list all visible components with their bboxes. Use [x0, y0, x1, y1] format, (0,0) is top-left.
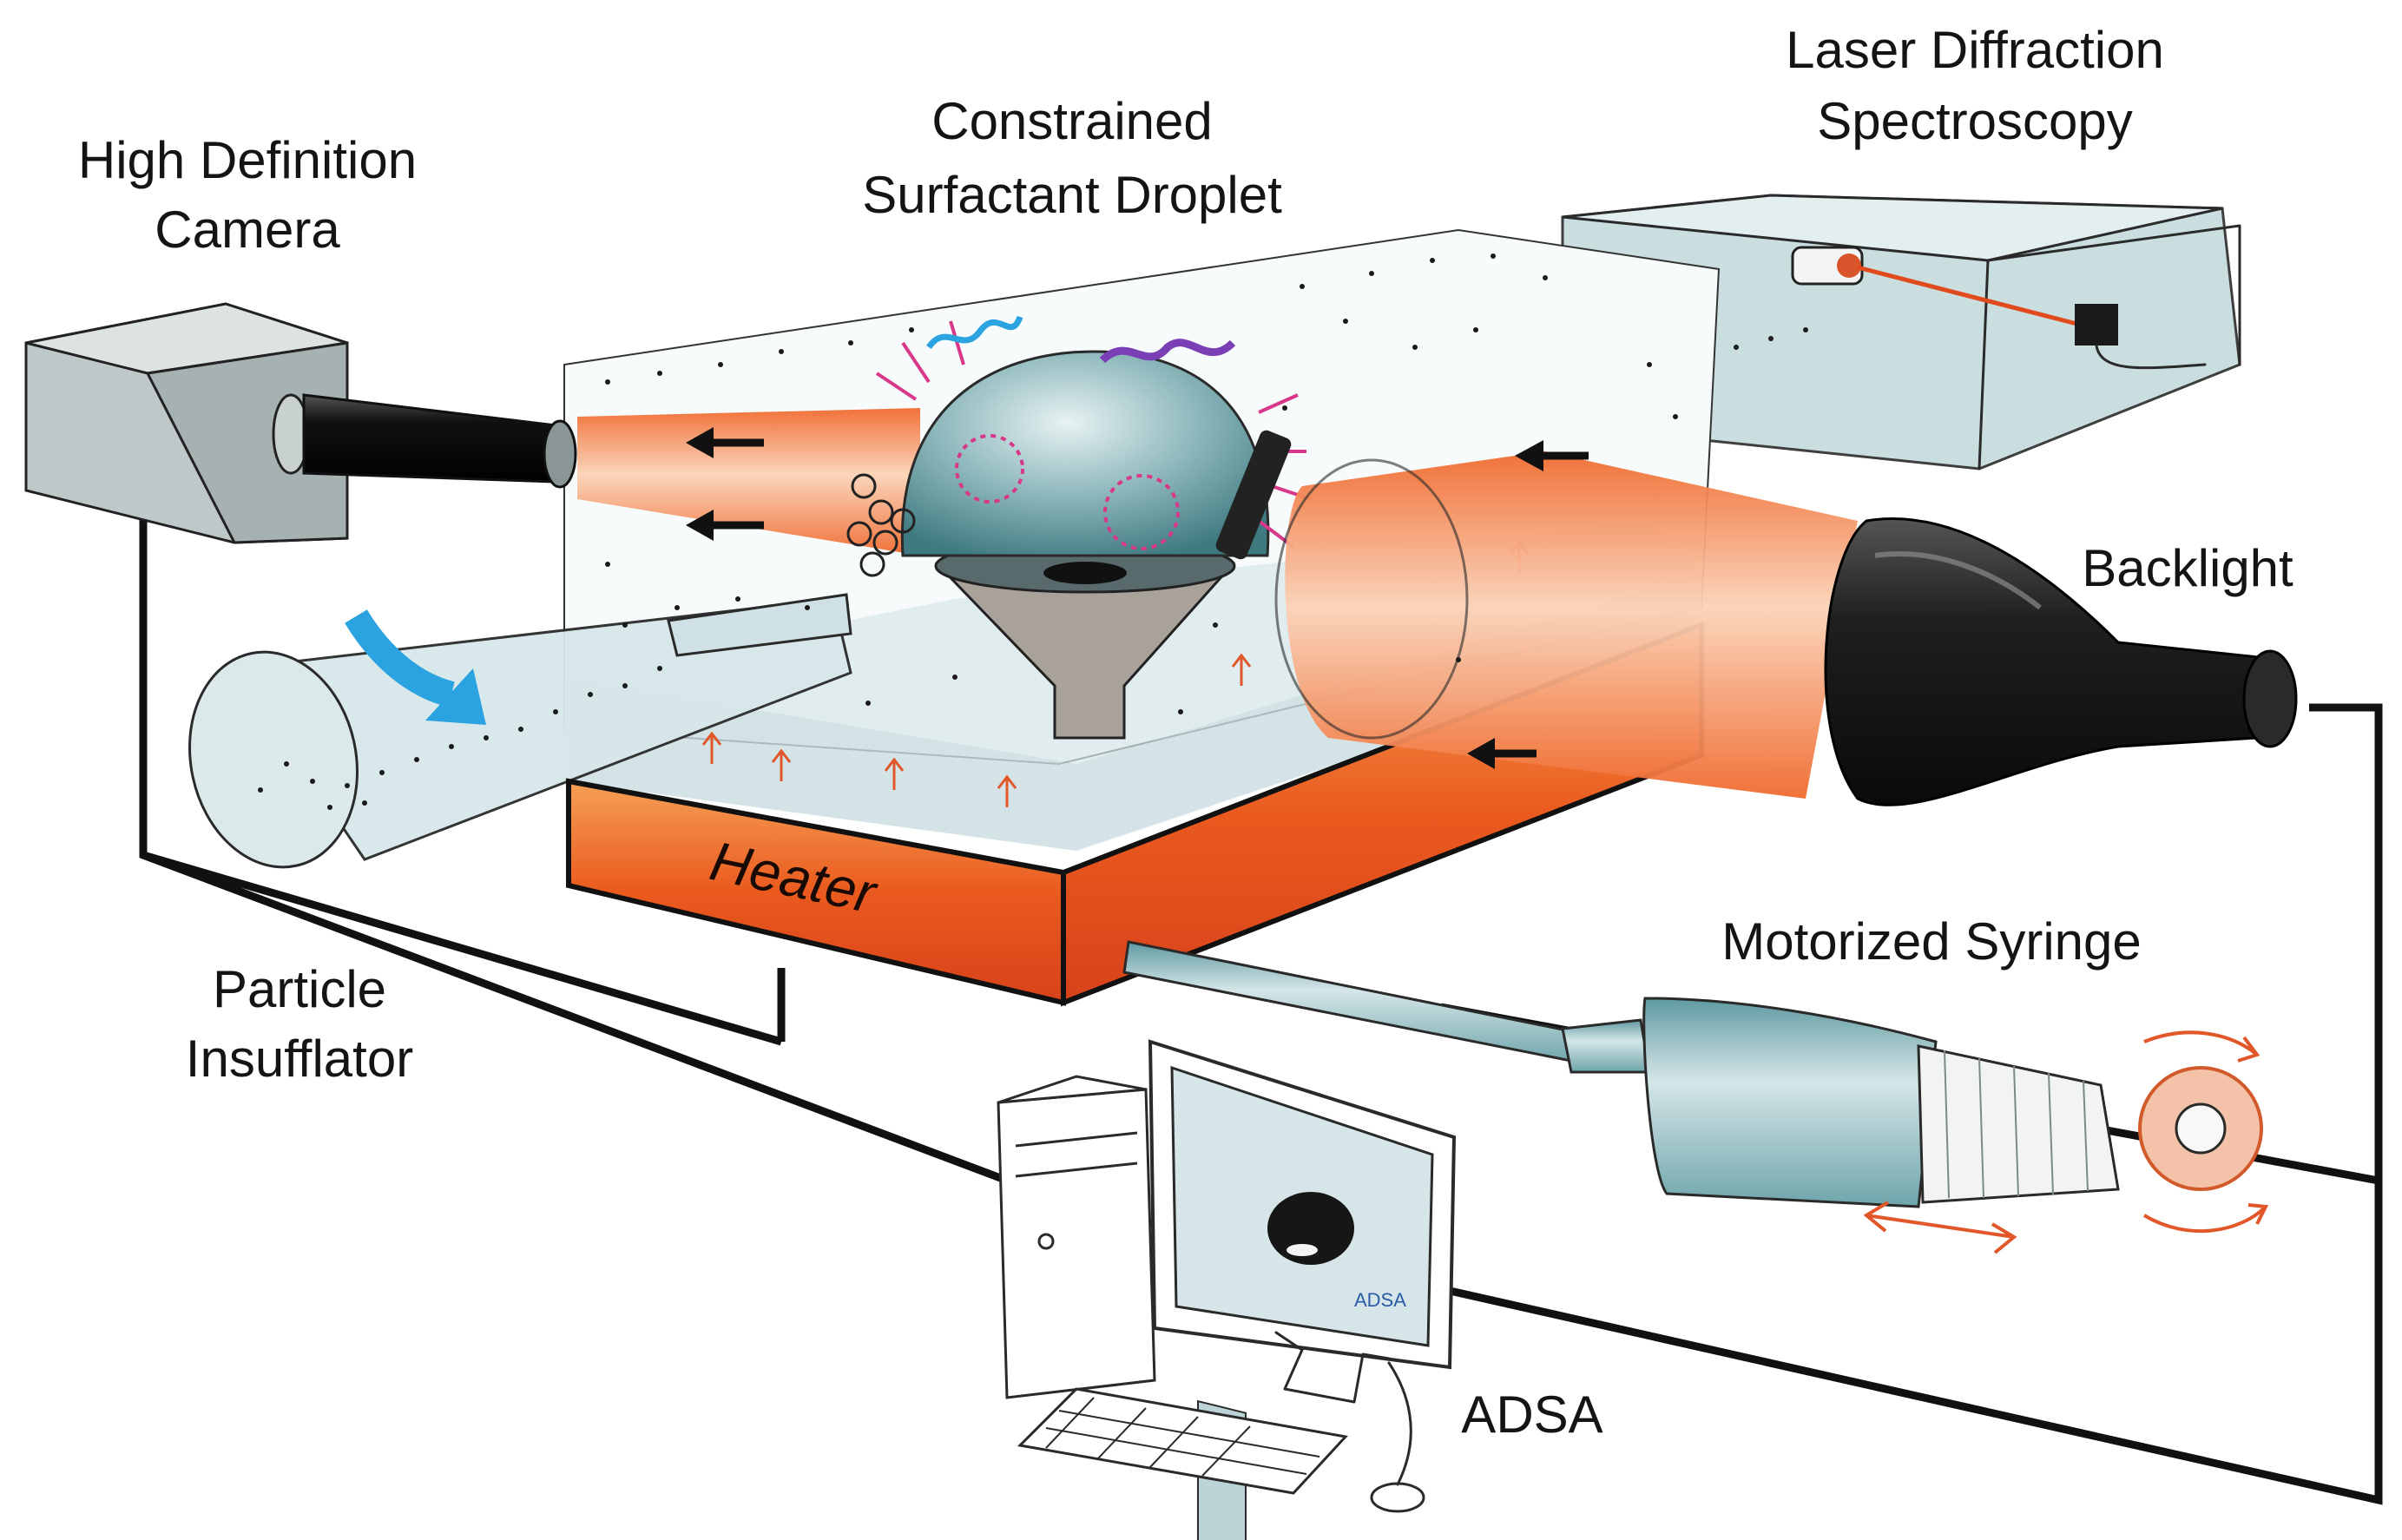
syringe-icon	[1122, 940, 2269, 1254]
syringe-label: Motorized Syringe	[1721, 912, 2142, 971]
insufflator-label-line1: Particle	[213, 960, 386, 1018]
droplet-label-line1: Constrained	[931, 92, 1213, 150]
droplet-label-line2: Surfactant Droplet	[862, 166, 1282, 224]
insufflator-label-line2: Insufflator	[186, 1030, 413, 1088]
adsa-label: ADSA	[1461, 1385, 1602, 1444]
particles	[605, 253, 1808, 714]
droplet-icon	[846, 315, 1312, 740]
camera-icon	[24, 302, 577, 544]
computer-icon: ADSA	[997, 1039, 1457, 1540]
insufflator-icon	[188, 593, 852, 869]
light-beam-left	[577, 408, 920, 556]
laser-label-line2: Spectroscopy	[1817, 92, 2133, 150]
camera-label-line2: Camera	[155, 201, 340, 259]
backlight-icon	[1824, 517, 2298, 806]
light-beam-right	[1274, 440, 1858, 799]
camera-label-line1: High Definition	[78, 131, 417, 189]
laser-label-line1: Laser Diffraction	[1786, 21, 2164, 79]
labels: High Definition Camera Constrained Surfa…	[78, 21, 2293, 1444]
backlight-label: Backlight	[2082, 539, 2293, 597]
screen-logo: ADSA	[1354, 1289, 1406, 1311]
